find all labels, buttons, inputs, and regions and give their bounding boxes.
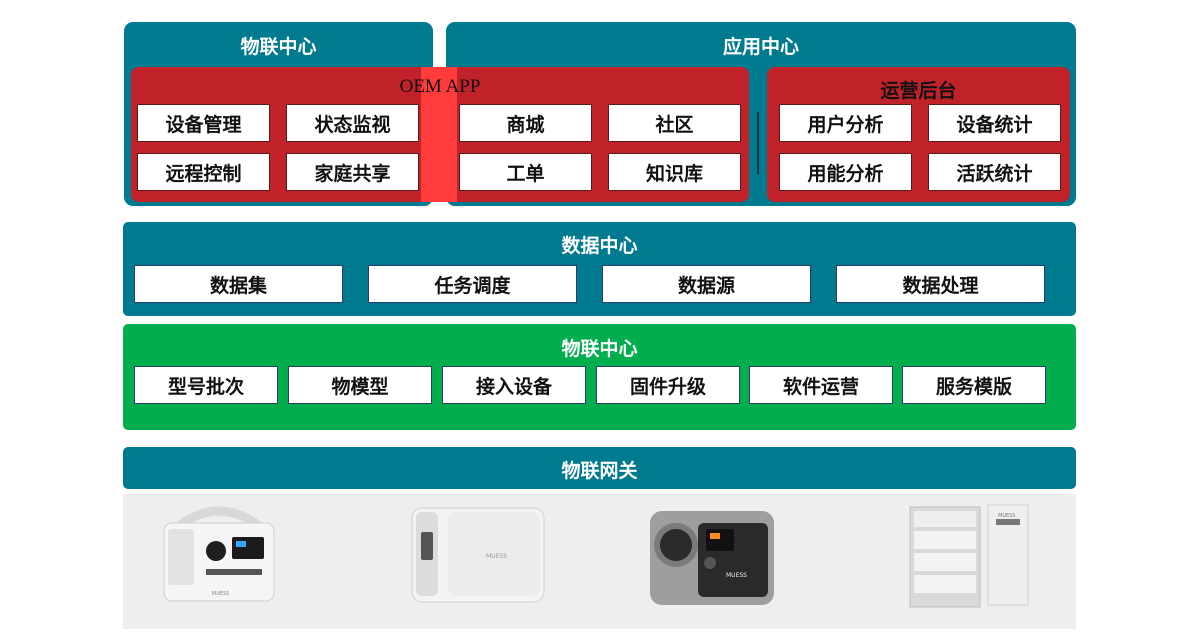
- ops-item-user-analysis[interactable]: 用户分析: [779, 104, 912, 142]
- iot-item-thing-model[interactable]: 物模型: [288, 366, 432, 404]
- device-home-battery-rack-icon: MUESS: [909, 504, 1029, 608]
- device-home-battery-rack: MUESS: [908, 503, 1032, 609]
- oem-item-community[interactable]: 社区: [608, 104, 741, 142]
- data-item-dataset[interactable]: 数据集: [134, 265, 343, 303]
- oem-item-device-management[interactable]: 设备管理: [137, 104, 270, 142]
- device-power-station-handle: MUESS: [160, 503, 278, 603]
- oem-item-mall[interactable]: 商城: [459, 104, 592, 142]
- data-item-task-scheduling[interactable]: 任务调度: [368, 265, 577, 303]
- svg-text:MUESS: MUESS: [486, 553, 507, 560]
- oem-item-work-order[interactable]: 工单: [459, 153, 592, 191]
- gateway-bar: [123, 447, 1076, 489]
- oem-item-remote-control[interactable]: 远程控制: [137, 153, 270, 191]
- iot-item-connect-device[interactable]: 接入设备: [442, 366, 586, 404]
- oem-item-status-monitor[interactable]: 状态监视: [286, 104, 419, 142]
- device-power-station-grey-icon: MUESS: [650, 511, 774, 605]
- data-center-title: 数据中心: [561, 235, 638, 257]
- device-power-station-white-icon: MUESS: [411, 507, 545, 603]
- gateway-title: 物联网关: [561, 460, 638, 482]
- app-center-title: 应用中心: [722, 36, 799, 58]
- data-item-data-processing[interactable]: 数据处理: [836, 265, 1045, 303]
- oem-app-highlight-strip: [421, 67, 457, 202]
- data-item-data-source[interactable]: 数据源: [602, 265, 811, 303]
- device-power-station-white: MUESS: [408, 502, 548, 606]
- app-divider: [757, 112, 759, 174]
- iot-item-model-batch[interactable]: 型号批次: [134, 366, 278, 404]
- svg-text:MUESS: MUESS: [998, 513, 1015, 519]
- iot-item-software-operation[interactable]: 软件运营: [749, 366, 893, 404]
- device-power-station-handle-icon: MUESS: [163, 506, 275, 602]
- iot-item-service-template[interactable]: 服务模版: [902, 366, 1046, 404]
- iot-center-top-title: 物联中心: [240, 36, 317, 58]
- device-power-station-grey: MUESS: [648, 505, 776, 609]
- svg-text:MUESS: MUESS: [212, 591, 229, 597]
- ops-backend-title: 运营后台: [880, 80, 957, 102]
- ops-item-energy-analysis[interactable]: 用能分析: [779, 153, 912, 191]
- ops-item-device-statistics[interactable]: 设备统计: [928, 104, 1061, 142]
- oem-app-title: OEM APP: [399, 76, 481, 97]
- iot-center-bottom-title: 物联中心: [561, 338, 638, 360]
- svg-text:MUESS: MUESS: [726, 572, 747, 579]
- oem-item-knowledge-base[interactable]: 知识库: [608, 153, 741, 191]
- ops-item-activity-statistics[interactable]: 活跃统计: [928, 153, 1061, 191]
- iot-item-firmware-upgrade[interactable]: 固件升级: [596, 366, 740, 404]
- oem-item-family-sharing[interactable]: 家庭共享: [286, 153, 419, 191]
